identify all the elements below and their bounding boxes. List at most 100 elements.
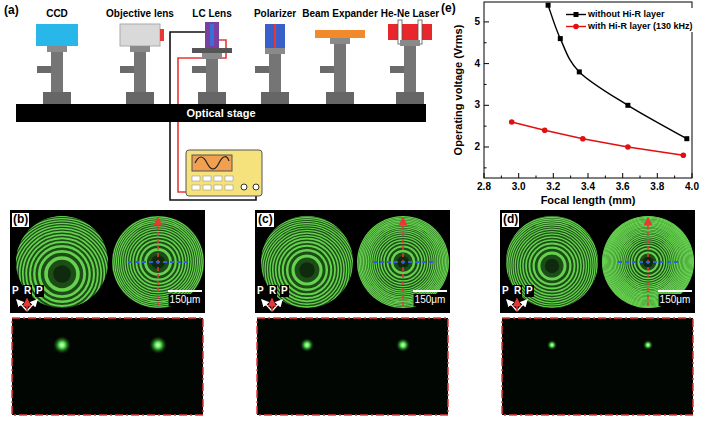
fringe-ring [90,194,227,331]
fringe-ring [497,211,607,321]
fringe-group [87,191,228,332]
x-tick [622,173,623,178]
fringe-ring [367,226,440,299]
fringe-ring [353,212,454,313]
y-tick [484,63,489,64]
tick-label: 3.4 [581,181,595,193]
sine-wave [195,157,229,169]
x-tick [484,173,485,178]
fringe-ring [509,223,595,309]
fringe-ring [498,212,605,319]
button [214,185,222,190]
fringe-ring [261,224,354,317]
tick-label: 3.8 [650,181,664,193]
focal-spot [300,338,314,352]
fringe-ring [604,218,691,305]
focal-spot [547,340,557,350]
scale-label: 150μm [169,294,202,306]
post-holder [400,40,420,46]
focal-spot [396,338,410,352]
legend-sample [566,10,586,19]
post-holder [330,38,350,44]
fringe-ring [17,229,108,320]
fringe-ring [590,204,705,320]
fringe-ring [96,200,221,325]
objective-lens [120,24,160,46]
fringe-ring [490,204,615,329]
fringe-ring [601,215,694,308]
fringe-ring [579,193,705,331]
fringe-ring [370,229,436,295]
x-tick [553,173,554,178]
cross-line-horizontal [373,261,433,263]
post [269,54,281,92]
generator-screen [192,155,232,171]
focal-spot [149,336,167,354]
fringe-ring [4,216,119,331]
fringe-ring [589,203,705,320]
fringe-ring [584,198,705,327]
rubbing-label: R [513,285,522,297]
fringe-ring [593,207,702,316]
fringe-center [299,262,314,277]
fringe-ring [7,219,118,330]
lc-lens [205,22,219,48]
function-generator [186,150,262,196]
objective-ring [160,29,164,41]
component-label: He-Ne Laser [381,8,439,20]
fringe-ring [342,201,464,323]
button [192,185,200,190]
x-minor-tick [501,176,502,179]
data-marker [580,136,586,142]
legend-marker [573,23,579,29]
post-base [396,92,424,104]
legend-marker [574,12,579,17]
panel [237,192,473,415]
polarization-arrow [262,300,272,311]
stage-label: Optical stage [186,107,255,120]
lens-aperture [602,216,694,308]
fringe-ring [255,218,360,323]
fringe-ring [123,227,194,298]
fringe-ring [578,192,705,333]
fringe-ring [14,226,110,322]
fringe-ring [486,200,619,333]
fringe-ring [585,199,705,325]
fringe-ring [513,227,591,305]
fringe-ring [595,209,701,315]
y-minor-tick [484,167,487,168]
fringe-ring [335,194,471,330]
scale-bar [658,290,692,292]
fringe-ring [91,195,226,330]
panel-letter: (d) [502,213,519,227]
data-marker [558,36,563,41]
fringe-ring [244,207,369,332]
fringe-ring [500,214,604,318]
tick-label: 2 [474,141,480,153]
post [404,46,416,92]
x-tick [518,173,519,178]
fringe-ring [491,205,613,327]
polarizer [265,24,285,48]
he-ne-laser [388,24,432,40]
fringe-ring [339,198,467,326]
fringe-ring [115,219,202,306]
button [192,176,200,181]
fringe-ring [518,232,587,301]
focal-spot [53,336,71,354]
y-tick [484,147,489,148]
fringe-ring [350,209,456,315]
x-tick [692,173,693,178]
post-knob [37,66,51,73]
fringe-ring [253,216,361,324]
fringe-ring [482,196,622,336]
fringe-ring [612,226,683,297]
fringe-ring [11,223,112,324]
x-minor-tick [536,176,537,179]
rubbing-arrow [26,299,28,311]
fringe-ring [248,211,367,330]
x-minor-tick [640,176,641,179]
button [225,185,233,190]
fringe-ring [584,198,705,325]
